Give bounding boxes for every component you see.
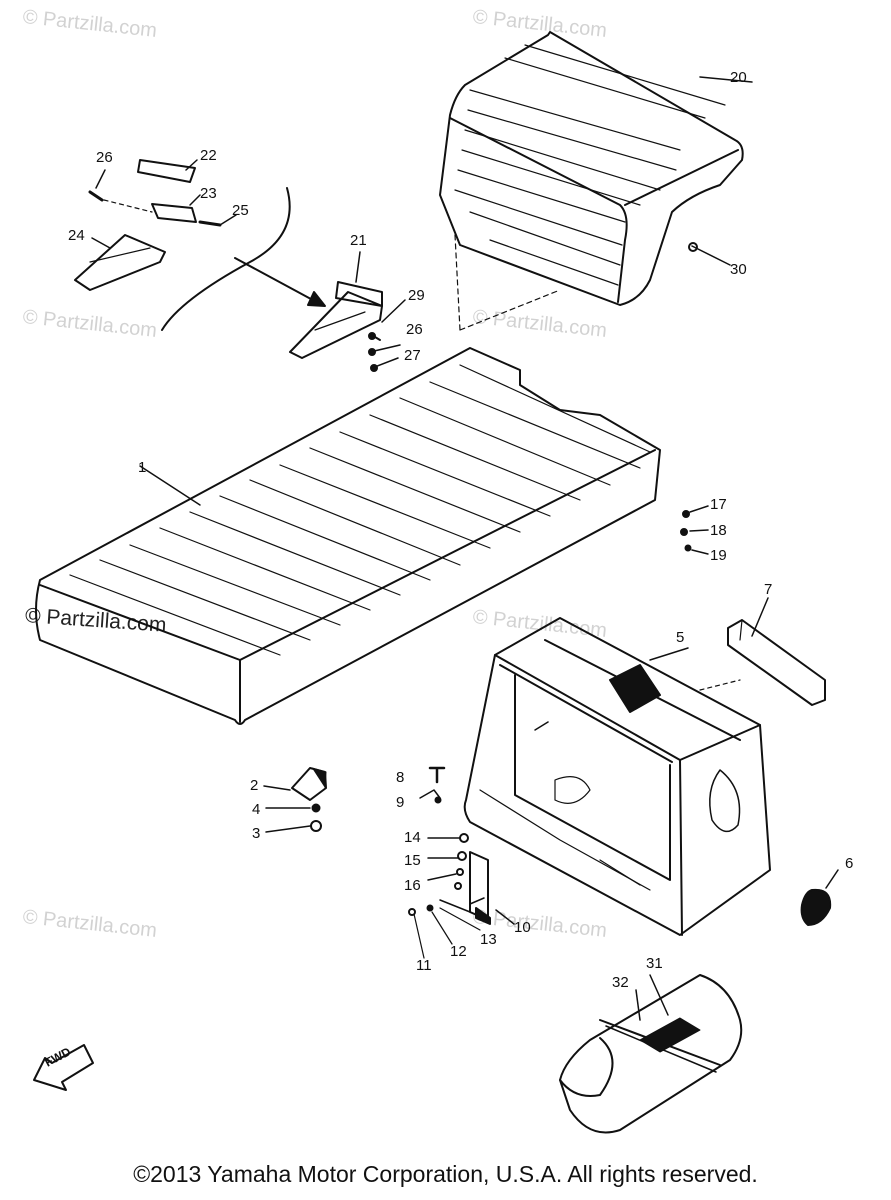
seat-part-1 bbox=[35, 347, 661, 725]
grommet-part-6 bbox=[800, 869, 839, 926]
callout-25: 25 bbox=[232, 202, 249, 219]
callout-3: 3 bbox=[252, 825, 261, 842]
callout-19: 19 bbox=[710, 547, 727, 564]
callout-4: 4 bbox=[252, 801, 261, 818]
storage-box-part-5 bbox=[463, 617, 771, 936]
callout-13: 13 bbox=[480, 931, 497, 948]
tool-bag-parts-31-32 bbox=[559, 974, 743, 1134]
callout-31: 31 bbox=[646, 955, 663, 972]
callout-18: 18 bbox=[710, 522, 727, 539]
callout-8: 8 bbox=[396, 769, 405, 786]
fasteners-parts-17-19 bbox=[680, 505, 709, 555]
callout-16: 16 bbox=[404, 877, 421, 894]
forward-arrow-icon bbox=[33, 1044, 94, 1091]
backrest-part-20 bbox=[439, 31, 753, 331]
hinge-assembly-parts-22-26 bbox=[74, 159, 326, 331]
callout-32: 32 bbox=[612, 974, 629, 991]
callout-21: 21 bbox=[350, 232, 367, 249]
callout-30: 30 bbox=[730, 261, 747, 278]
callout-10: 10 bbox=[514, 919, 531, 936]
callout-14: 14 bbox=[404, 829, 421, 846]
callout-5: 5 bbox=[676, 629, 685, 646]
callout-17: 17 bbox=[710, 496, 727, 513]
callout-26-right: 26 bbox=[406, 321, 423, 338]
callout-22: 22 bbox=[200, 147, 217, 164]
copyright-notice: ©2013 Yamaha Motor Corporation, U.S.A. A… bbox=[133, 1161, 758, 1187]
hinge-assembly-part-21 bbox=[289, 251, 406, 372]
callout-23: 23 bbox=[200, 185, 217, 202]
fasteners-parts-2-4 bbox=[263, 767, 327, 833]
callout-29: 29 bbox=[408, 287, 425, 304]
plate-part-7 bbox=[727, 597, 826, 706]
callout-27: 27 bbox=[404, 347, 421, 364]
callout-6: 6 bbox=[845, 855, 854, 872]
callout-11: 11 bbox=[416, 957, 432, 974]
callout-15: 15 bbox=[404, 852, 421, 869]
callout-24: 24 bbox=[68, 227, 85, 244]
callout-7: 7 bbox=[764, 581, 773, 598]
callout-2: 2 bbox=[250, 777, 259, 794]
fasteners-parts-8-16 bbox=[408, 766, 515, 959]
callout-1: 1 bbox=[138, 459, 147, 476]
callout-20: 20 bbox=[730, 69, 747, 86]
callout-9: 9 bbox=[396, 794, 405, 811]
callout-26-left: 26 bbox=[96, 149, 113, 166]
callout-12: 12 bbox=[450, 943, 467, 960]
